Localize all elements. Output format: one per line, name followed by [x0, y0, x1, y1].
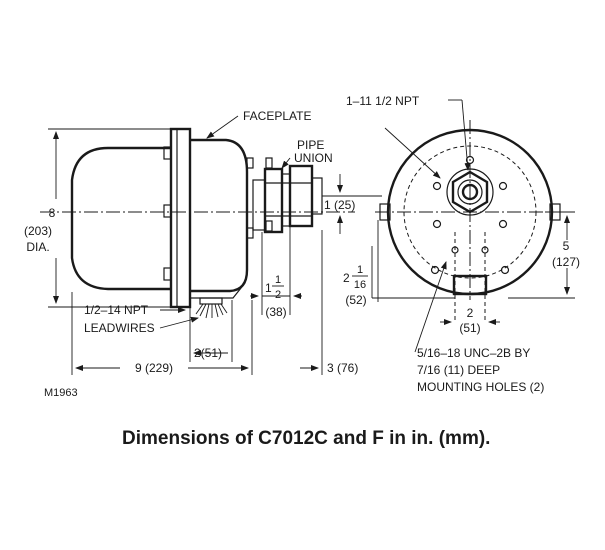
- front-view: [375, 120, 570, 320]
- label-dia-203: (203): [24, 224, 52, 238]
- label-1-25: 1 (25): [324, 198, 355, 212]
- label-npt-top: 1–11 1/2 NPT: [346, 94, 420, 108]
- dome-housing: [70, 146, 171, 291]
- label-51-right: (51): [459, 321, 480, 335]
- label-2-right: 2: [467, 306, 474, 320]
- label-holes-line1: 5/16–18 UNC–2B BY: [417, 346, 530, 360]
- label-pipe: PIPE: [297, 138, 324, 152]
- label-holes-line2: 7/16 (11) DEEP: [417, 363, 500, 377]
- rear-body: [190, 138, 249, 293]
- dimension-labels: FACEPLATE PIPE UNION 1–11 1/2 NPT 8 (203…: [24, 94, 580, 399]
- label-frac2-den: 16: [354, 279, 366, 291]
- label-faceplate: FACEPLATE: [243, 109, 311, 123]
- faceplate-flange: [169, 127, 192, 309]
- label-frac2-whole: 2: [343, 271, 350, 285]
- figure-id: M1963: [44, 387, 78, 399]
- label-leadwires: LEADWIRES: [84, 321, 155, 335]
- leadwires: [195, 297, 228, 319]
- label-dia-word: DIA.: [26, 240, 49, 254]
- label-frac-den: 2: [275, 289, 281, 301]
- label-2-51-left: 2(51): [194, 346, 222, 360]
- dimension-lines: [48, 99, 575, 375]
- label-dia-8: 8: [49, 206, 56, 220]
- label-frac2-num: 1: [357, 264, 363, 276]
- label-127: (127): [552, 255, 580, 269]
- label-3-76: 3 (76): [327, 361, 358, 375]
- label-frac-num: 1: [275, 274, 281, 286]
- label-5: 5: [563, 239, 570, 253]
- label-52: (52): [345, 293, 366, 307]
- label-holes-line3: MOUNTING HOLES (2): [417, 380, 544, 394]
- label-frac-whole: 1: [265, 281, 272, 295]
- label-9-229: 9 (229): [135, 361, 173, 375]
- label-union: UNION: [294, 151, 333, 165]
- figure-caption: Dimensions of C7012C and F in in. (mm).: [122, 428, 490, 449]
- pipe-union: [252, 157, 323, 234]
- label-npt-side: 1/2–14 NPT: [84, 303, 149, 317]
- label-38: (38): [265, 305, 286, 319]
